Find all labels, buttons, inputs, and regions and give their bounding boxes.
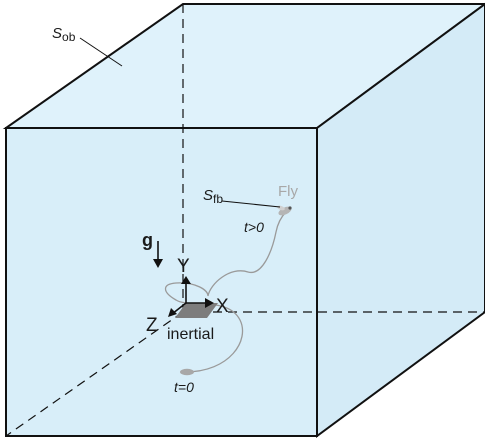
axis-y-label: Y	[177, 256, 190, 277]
start-point	[180, 368, 194, 376]
axis-y-arrowhead	[181, 276, 191, 284]
t-positive-label: t>0	[244, 219, 264, 235]
axis-x-arrowhead	[205, 298, 214, 308]
fly-label: Fly	[278, 183, 298, 200]
gravity-arrow-head	[153, 259, 163, 268]
fly-icon	[277, 205, 292, 216]
cube-front-face	[5, 127, 318, 437]
axis-z-arrowhead	[168, 308, 177, 317]
hidden-edge-diagonal	[5, 311, 184, 437]
s-fb-label: Sfb	[203, 187, 223, 206]
t-zero-label: t=0	[174, 379, 194, 395]
s-ob-label: Sob	[52, 25, 76, 44]
inertial-label: inertial	[167, 326, 214, 343]
axis-z-label: Z	[146, 315, 158, 336]
s-fb-leader-line	[221, 200, 281, 208]
axis-x-label: X	[216, 296, 229, 317]
gravity-label: g	[142, 230, 153, 250]
s-ob-leader-line	[79, 37, 123, 67]
